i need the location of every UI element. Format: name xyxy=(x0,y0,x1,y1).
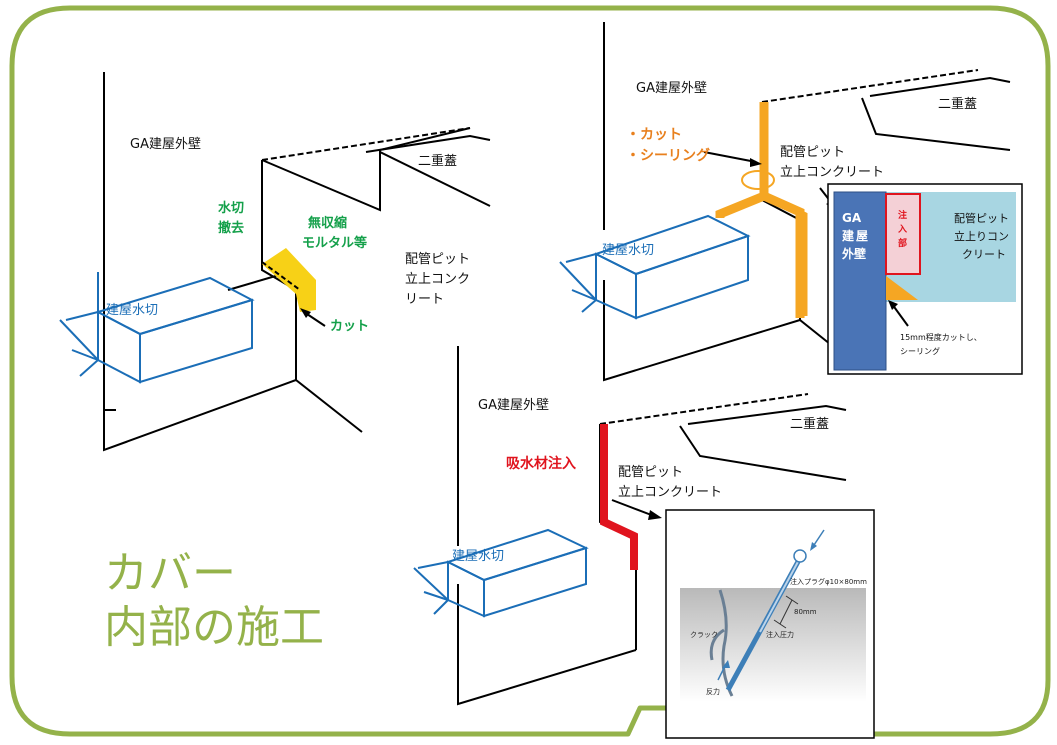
panel-3-absorbent-label: 吸水材注入 xyxy=(506,455,576,472)
panel-1-pit-label-3: リート xyxy=(405,292,444,307)
panel-1-pit-label-1: 配管ピット xyxy=(405,252,470,267)
inset-wall-label-1: GA xyxy=(842,211,862,225)
panel-1-wall-label: GA建屋外壁 xyxy=(130,137,201,152)
inset-reaction-label: 反力 xyxy=(706,687,720,696)
inset-inject-label-2: 入 xyxy=(897,224,907,235)
inset-plug-label: 注入プラグφ10×80mm xyxy=(790,577,867,586)
panel-2-sealing-label: ・シーリング xyxy=(626,147,710,164)
panel-2-lid-label: 二重蓋 xyxy=(938,96,977,112)
inset-wall-label-4: 外壁 xyxy=(842,246,866,261)
panel-1-cut-label: カット xyxy=(330,319,369,334)
inset-pressure-label: 注入圧力 xyxy=(766,630,794,639)
panel-1-remove-label-2: 撤去 xyxy=(218,220,244,236)
sealing-line xyxy=(715,102,769,219)
panel-2-sill-label: 建屋水切 xyxy=(602,243,654,258)
inset-crack-label: クラック xyxy=(690,631,718,639)
panel-1-sill-label: 建屋水切 xyxy=(106,303,158,318)
panel-2-cut-label: ・カット xyxy=(626,127,682,143)
panel-3-pit-label-1: 配管ピット xyxy=(618,465,683,480)
inset-note-line-1: 15mm程度カットし、 xyxy=(900,332,982,342)
absorbent-injection-line xyxy=(600,424,638,570)
panel-1-pit-label-2: 立上コンク xyxy=(405,272,470,287)
panel-3-absorbent-injection: GA建屋外壁 二重蓋 建屋水切 吸水材注入 配管ピット 立上コンクリート 注入プ… xyxy=(413,346,875,739)
panel-1-remove-label-1: 水切 xyxy=(218,200,244,216)
injection-detail-inset: 注入プラグφ10×80mm 80mm クラック 注入圧力 反力 xyxy=(665,509,875,739)
panel-3-wall-label: GA建屋外壁 xyxy=(478,398,549,413)
panel-3-lid-label: 二重蓋 xyxy=(790,416,829,432)
inset-wall-label-3: 屋 xyxy=(856,229,868,243)
inset-pit-label-1: 配管ピット xyxy=(954,211,1009,225)
panel-2-wall-label: GA建屋外壁 xyxy=(636,81,707,96)
panel-2-pit-label-1: 配管ピット xyxy=(780,145,845,160)
inset-inject-label-3: 部 xyxy=(898,237,907,249)
panel-3-pit-label-2: 立上コンクリート xyxy=(618,485,722,500)
inset-depth-label: 80mm xyxy=(794,608,817,616)
panel-3-sill-label: 建屋水切 xyxy=(452,549,504,564)
inset-note-line-2: シーリング xyxy=(900,346,940,356)
panel-1-mortar-label-2: モルタル等 xyxy=(302,235,367,251)
inset-wall-label-2: 建 xyxy=(841,228,855,243)
inset-pit-label-2: 立上りコン xyxy=(954,229,1009,243)
inset-pit-label-3: クリート xyxy=(962,248,1006,261)
panel-1-mortar-label-1: 無収縮 xyxy=(308,215,347,231)
title-line-1: カバー xyxy=(104,548,236,599)
panel-2-pit-label-2: 立上コンクリート xyxy=(780,165,884,180)
mortar-highlight xyxy=(262,248,316,312)
panel-2-cut-and-sealing: GA建屋外壁 二重蓋 建屋水切 ・カット ・シーリング 配管ピット 立上コンクリ… xyxy=(559,22,1023,382)
panel-1-water-sill-removal: GA建屋外壁 二重蓋 建屋水切 水切 撤去 無収縮 モルタル等 カット 配管ピッ… xyxy=(59,72,491,452)
panel-1-lid-label: 二重蓋 xyxy=(418,153,457,169)
sealing-detail-inset: GA 建 屋 外壁 注 入 部 配管ピット 立上りコン クリート 15mm程度カ… xyxy=(827,183,1023,375)
inset-inject-label-1: 注 xyxy=(898,209,907,221)
title-line-2: 内部の施工 xyxy=(104,602,324,653)
